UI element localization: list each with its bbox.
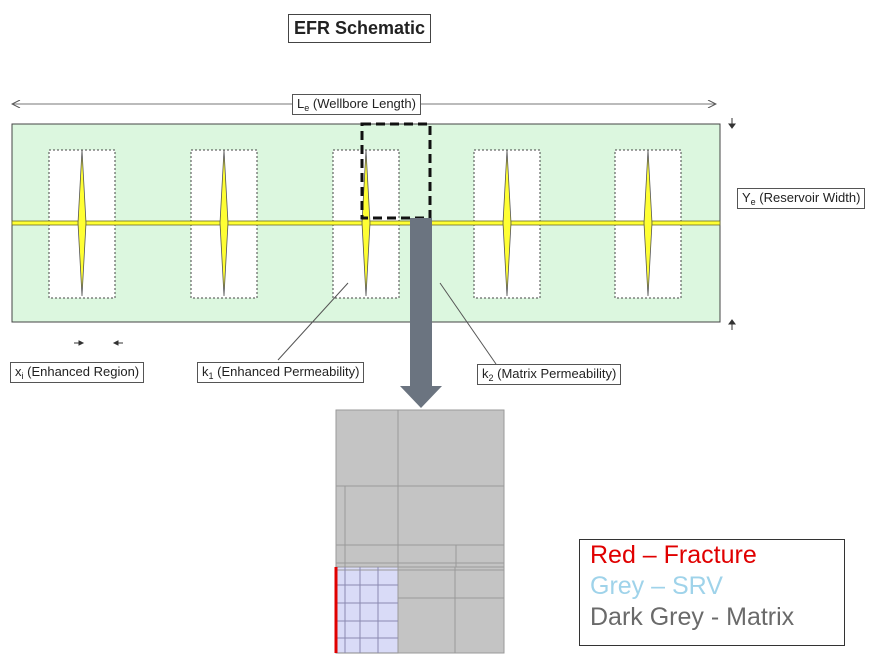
legend: Red – Fracture Grey – SRV Dark Grey - Ma… [579,539,845,646]
legend-fracture: Red – Fracture [590,541,757,569]
legend-srv: Grey – SRV [590,572,723,600]
enhanced-region-label: xi (Enhanced Region) [10,362,145,383]
reservoir-width-label: Ye (Reservoir Width) [737,188,866,209]
zoom-window [360,122,432,220]
zoom-arrow [400,218,442,408]
reservoir-width-dimension [728,118,736,330]
diagram-title: EFR Schematic [288,14,432,43]
enhanced-region-dimension [74,340,123,346]
enhanced-perm-leader [277,282,349,361]
legend-matrix: Dark Grey - Matrix [590,603,795,631]
wellbore-length-label: Le (Wellbore Length) [292,94,421,115]
enhanced-permeability-label: k1 (Enhanced Permeability) [197,362,365,383]
hydraulic-fractures [77,149,653,297]
matrix-perm-leader [439,282,497,365]
matrix-permeability-label: k2 (Matrix Permeability) [477,364,622,385]
zoomed-grid [334,409,505,654]
